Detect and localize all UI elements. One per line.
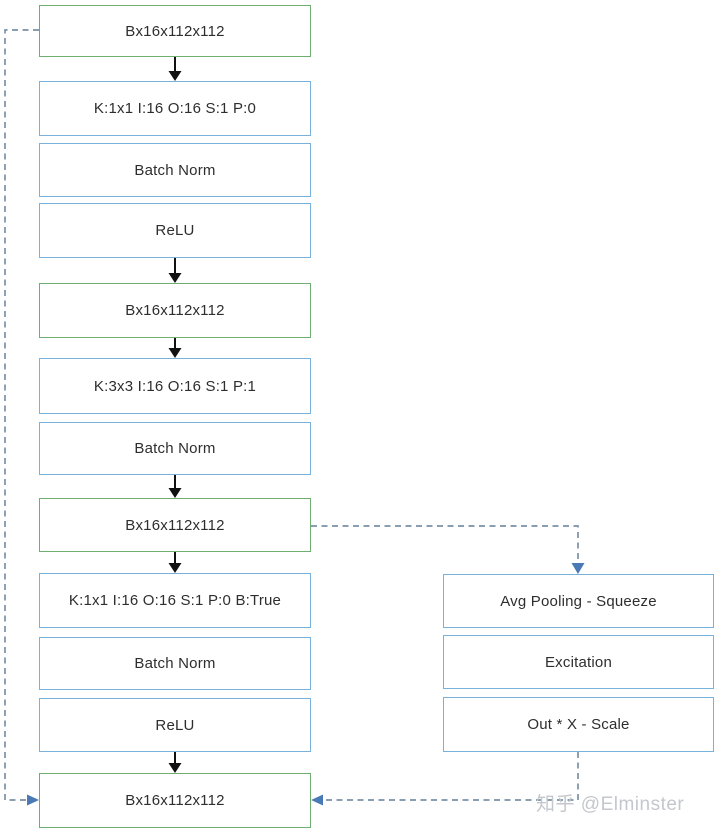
relu-box-1: ReLU [39, 203, 311, 258]
conv1x1-bias-box: K:1x1 I:16 O:16 S:1 P:0 B:True [39, 573, 311, 628]
tensor-box-mid-1: Bx16x112x112 [39, 283, 311, 338]
arrowhead-right-icon [27, 794, 39, 806]
conv1x1-box: K:1x1 I:16 O:16 S:1 P:0 [39, 81, 311, 136]
avg-pooling-squeeze-box: Avg Pooling - Squeeze [443, 574, 714, 628]
batchnorm-box-1: Batch Norm [39, 143, 311, 197]
watermark: 知乎 @Elminster [536, 794, 685, 815]
residual-skip-connector [4, 29, 39, 806]
scale-box: Out * X - Scale [443, 697, 714, 752]
se-branch-in-connector [311, 525, 585, 574]
batchnorm-box-3: Batch Norm [39, 637, 311, 690]
tensor-box-input: Bx16x112x112 [39, 5, 311, 57]
conv3x3-box: K:3x3 I:16 O:16 S:1 P:1 [39, 358, 311, 414]
excitation-box: Excitation [443, 635, 714, 689]
relu-box-2: ReLU [39, 698, 311, 752]
tensor-box-output: Bx16x112x112 [39, 773, 311, 828]
batchnorm-box-2: Batch Norm [39, 422, 311, 475]
tensor-box-mid-2: Bx16x112x112 [39, 498, 311, 552]
arrowhead-down-icon [571, 563, 585, 574]
arrowhead-left-icon [311, 794, 323, 806]
